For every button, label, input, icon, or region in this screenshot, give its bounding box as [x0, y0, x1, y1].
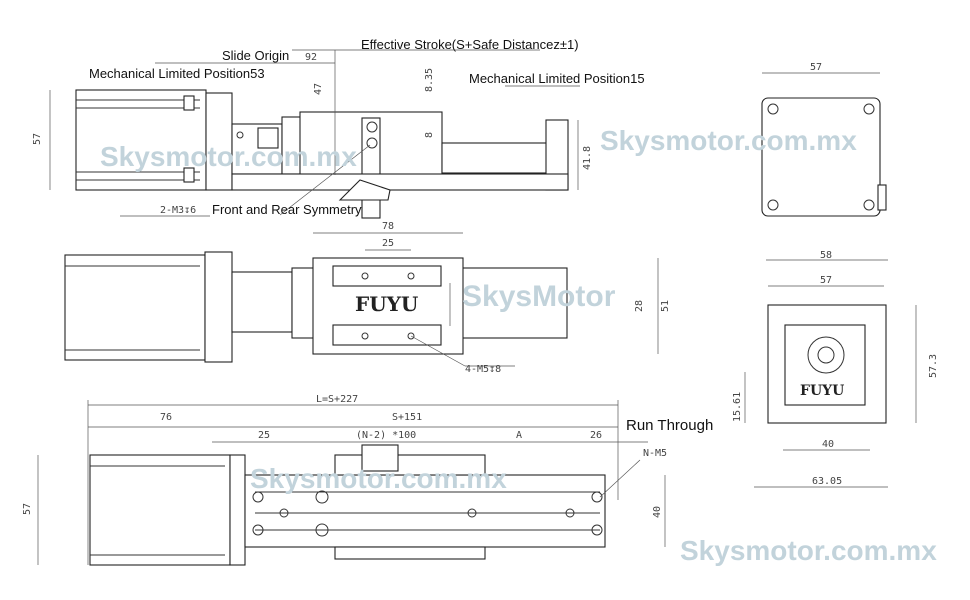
dim-40: 40 — [652, 506, 663, 518]
dim-57: 57 — [810, 62, 822, 73]
run-through-label: Run Through — [626, 417, 713, 434]
fuyu-logo: FUYU — [800, 383, 844, 399]
watermark: Skysmotor.com.mx — [680, 535, 937, 566]
dim-57: 57 — [22, 503, 33, 515]
dim-25: 25 — [258, 430, 270, 441]
dim-57: 57 — [32, 133, 43, 145]
watermark: Skysmotor.com.mx — [100, 141, 357, 172]
dim-40: 40 — [822, 439, 834, 450]
effective-stroke-label: Effective Stroke(S+Safe Distancez±1) — [361, 37, 579, 52]
holes-label: N-M5 — [643, 448, 667, 459]
dim-15-61: 15.61 — [732, 392, 743, 422]
dim-78: 78 — [382, 221, 394, 232]
fuyu-logo: FUYU — [355, 292, 418, 316]
watermark: Skysmotor.com.mx — [250, 463, 507, 494]
dim-76: 76 — [160, 412, 172, 423]
dim-58: 58 — [820, 250, 832, 261]
dim-57-3: 57.3 — [928, 354, 939, 378]
rail-end-view: FUYU — [744, 259, 917, 488]
dim-pitch: (N-2) *100 — [356, 430, 416, 441]
symmetry-label: Front and Rear Symmetry — [212, 202, 362, 217]
mech-limit-left-label: Mechanical Limited Position53 — [89, 66, 265, 81]
dim-a: A — [516, 430, 522, 441]
dim-41-8: 41.8 — [582, 146, 593, 170]
side-view: 57 47 8.35 8 41.8 — [32, 49, 593, 219]
dim-total-length: L=S+227 — [316, 394, 358, 405]
dim-47: 47 — [313, 83, 324, 95]
slide-origin-label: Slide Origin — [222, 48, 289, 63]
motor-end-view: 57 — [761, 62, 887, 217]
mech-limit-right-label: Mechanical Limited Position15 — [469, 71, 645, 86]
dim-s151: S+151 — [392, 412, 422, 423]
dim-57: 57 — [820, 275, 832, 286]
dim-28: 28 — [634, 300, 645, 312]
top-plan-view: FUYU — [64, 232, 659, 367]
dim-8: 8 — [424, 132, 435, 138]
bottom-view — [37, 400, 666, 566]
watermark: Skysmotor.com.mx — [600, 125, 857, 156]
thread-label: 2-M3↧6 — [160, 205, 196, 216]
dim-63-05: 63.05 — [812, 476, 842, 487]
dim-25: 25 — [382, 238, 394, 249]
watermark: SkysMotor — [462, 280, 616, 313]
thread-label: 4-M5↧8 — [465, 364, 501, 375]
dim-26: 26 — [590, 430, 602, 441]
dim-51: 51 — [660, 300, 671, 312]
slide-origin-value: 92 — [305, 52, 317, 63]
dim-8-35: 8.35 — [424, 68, 435, 92]
